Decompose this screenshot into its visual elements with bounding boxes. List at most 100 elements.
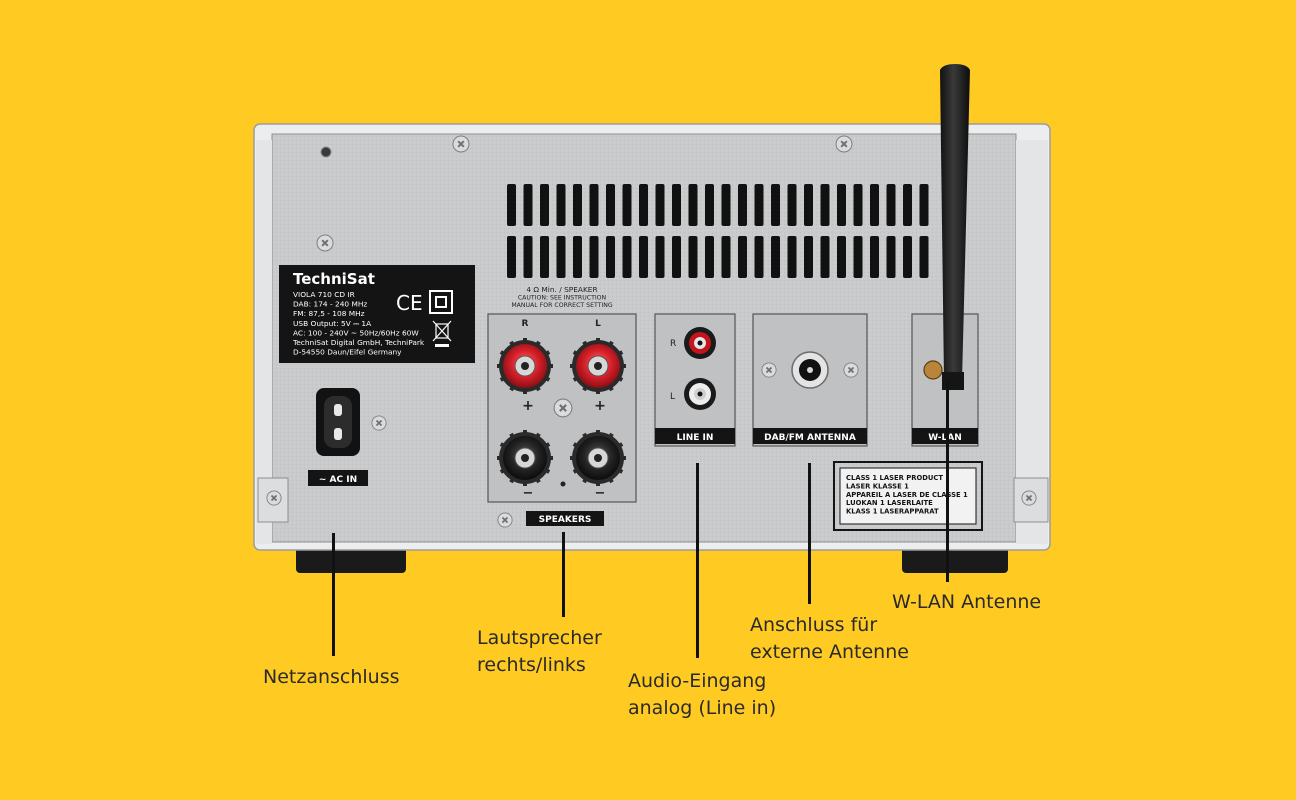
dab-label-box	[753, 428, 867, 444]
vent-slot	[688, 236, 698, 278]
vent-slot	[738, 184, 747, 226]
leader-antenne	[808, 463, 811, 604]
vent-slot	[523, 236, 533, 278]
mount-hole	[320, 146, 332, 158]
line-in-r-label: R	[670, 339, 676, 349]
dab-label: DAB/FM ANTENNA	[764, 433, 856, 443]
minus-right: −	[595, 486, 606, 501]
vent-slot	[853, 236, 863, 278]
vent-slot	[804, 184, 813, 226]
vent-slot	[919, 184, 929, 226]
vent-slot	[540, 184, 549, 226]
vent-slot	[705, 236, 714, 278]
rating-line: AC: 100 - 240V ~ 50Hz/60Hz 60W	[293, 328, 419, 337]
callout-wlan-antenne: W-LAN Antenne	[892, 591, 1042, 613]
rating-line: D-54550 Daun/Eifel Germany	[293, 348, 402, 357]
ac-inlet	[316, 388, 387, 456]
plus-left: +	[522, 398, 534, 414]
laser-label-line: APPAREIL A LASER DE CLASSE 1	[846, 491, 968, 499]
speaker-terminal-red	[497, 338, 553, 394]
callout-externe-antenne: Anschluss für externe Antenne	[750, 614, 909, 663]
vent-slot	[886, 184, 896, 226]
vent-slot	[837, 184, 846, 226]
double-insulation-icon	[429, 290, 453, 314]
right-side-strip	[1016, 140, 1048, 544]
vent-slot	[870, 236, 879, 278]
rca-jack-left	[684, 378, 716, 410]
vent-slot	[754, 236, 764, 278]
vent-slot	[606, 184, 615, 226]
vent-slot	[639, 236, 648, 278]
vent-slot	[589, 184, 599, 226]
vent-slot	[886, 236, 896, 278]
vent-slot	[837, 236, 846, 278]
callout-lautsprecher: Lautsprecher rechts/links	[477, 627, 602, 676]
vent-slot	[688, 184, 698, 226]
vent-slot	[853, 184, 863, 226]
vent-slot	[919, 236, 929, 278]
screw	[835, 135, 853, 153]
wlan-connector	[923, 360, 943, 380]
vent-slot	[771, 184, 780, 226]
vent-slot	[672, 184, 681, 226]
vent-slot	[672, 236, 681, 278]
vent-slot	[655, 184, 665, 226]
rca-jack-right	[684, 327, 716, 359]
rating-line: USB Output: 5V ⎓ 1A	[293, 319, 371, 328]
callout-audio-eingang: Audio-Eingang analog (Line in)	[628, 670, 777, 719]
vent-slot	[820, 236, 830, 278]
dab-fm-antenna-socket	[791, 351, 829, 389]
vent-slot	[507, 236, 516, 278]
rating-line: VIOLA 710 CD IR	[293, 290, 355, 299]
rating-line: FM: 87,5 - 108 MHz	[293, 309, 365, 318]
vent-slot	[721, 236, 731, 278]
vent-slot	[606, 236, 615, 278]
line-in-l-label: L	[670, 392, 675, 402]
brand-logo-text: TechniSat	[293, 270, 375, 288]
rating-line: TechniSat Digital GmbH, TechniPark	[292, 338, 425, 347]
plus-right: +	[594, 398, 606, 414]
laser-label-line: CLASS 1 LASER PRODUCT	[846, 474, 943, 482]
screw	[316, 234, 334, 252]
vent-slot	[771, 236, 780, 278]
left-side-strip	[256, 140, 272, 544]
vent-slot	[705, 184, 714, 226]
vent-slot	[589, 236, 599, 278]
vent-slot	[573, 184, 582, 226]
vent-slot	[556, 236, 566, 278]
vent-slot	[523, 184, 533, 226]
vent-slot	[556, 184, 566, 226]
leader-audio	[696, 463, 699, 658]
ac-in-label: ~ AC IN	[319, 475, 357, 485]
speaker-caption-line: MANUAL FOR CORRECT SETTING	[511, 302, 613, 309]
wlan-label: W-LAN	[928, 433, 962, 443]
callout-netzanschluss: Netzanschluss	[263, 666, 400, 688]
ventilation-slots	[507, 184, 929, 278]
ac-in-label-box	[308, 470, 368, 486]
screw	[452, 135, 470, 153]
vent-slot	[870, 184, 879, 226]
right-foot	[902, 545, 1008, 573]
vent-slot	[787, 236, 797, 278]
speaker-caption-line: 4 Ω Min. / SPEAKER	[526, 285, 597, 294]
rating-line: DAB: 174 - 240 MHz	[293, 300, 367, 309]
minus-left: −	[523, 486, 534, 501]
speakers-label-box	[526, 511, 604, 526]
wlan-label-box	[912, 428, 978, 444]
vent-slot	[903, 184, 912, 226]
vent-slot	[507, 184, 516, 226]
left-foot	[296, 545, 406, 573]
vent-slot	[540, 236, 549, 278]
vent-slot	[738, 236, 747, 278]
leader-wlan	[946, 380, 949, 582]
vent-slot	[804, 236, 813, 278]
speaker-terminal-black	[497, 430, 553, 486]
vent-slot	[639, 184, 648, 226]
speaker-terminal-red	[570, 338, 626, 394]
vent-slot	[655, 236, 665, 278]
laser-label-line: LUOKAN 1 LASERLAITE	[846, 499, 933, 507]
weee-bin-icon	[432, 320, 452, 347]
speaker-caption-line: CAUTION: SEE INSTRUCTION	[518, 295, 607, 302]
